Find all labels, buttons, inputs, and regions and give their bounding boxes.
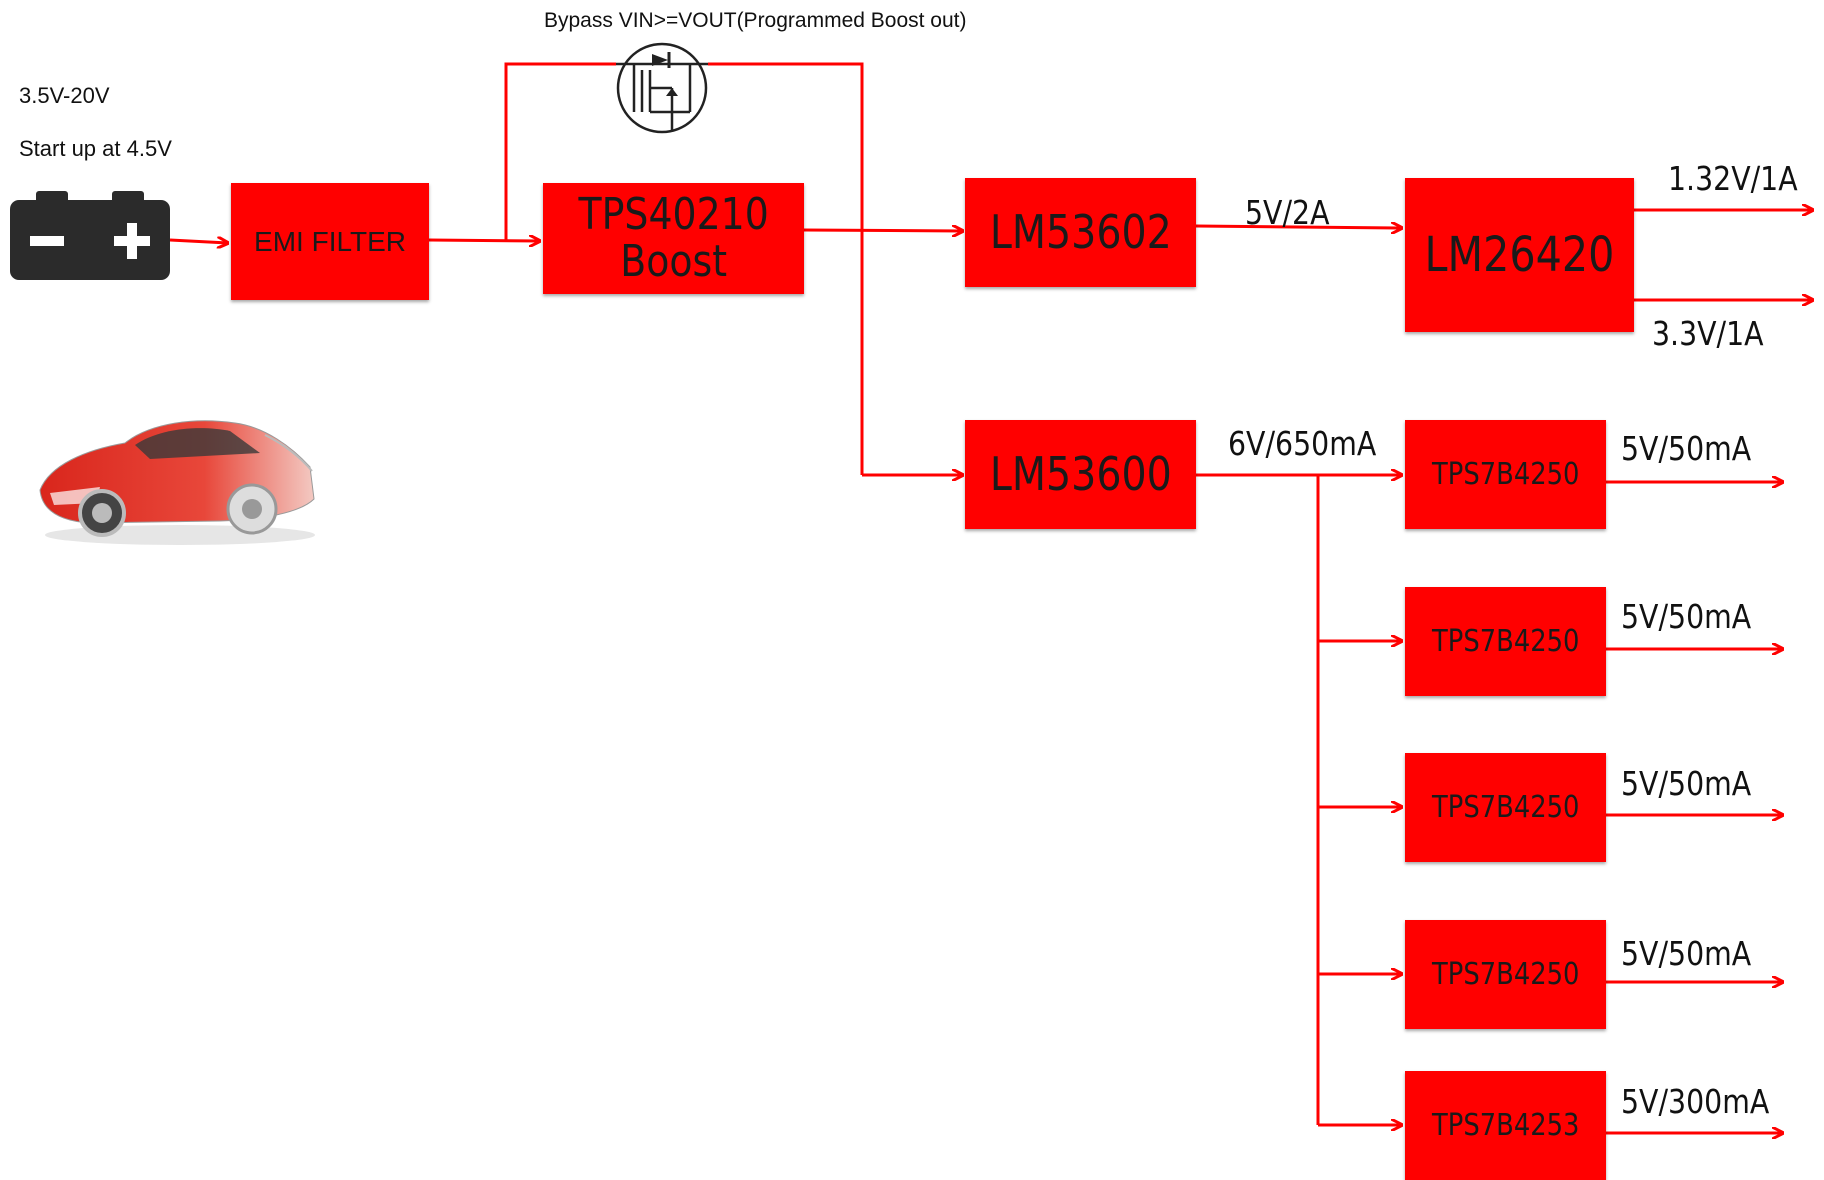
input-voltage-label: 3.5V-20V (19, 83, 110, 108)
lm53602-block: LM53602 (965, 178, 1196, 287)
ldo-block-5: TPS7B4253 (1405, 1071, 1606, 1180)
car-image (39, 420, 315, 545)
lm26420-label: LM26420 (1424, 226, 1615, 283)
rail-label-1v32: 1.32V/1A (1668, 159, 1798, 198)
rail-label-3v3: 3.3V/1A (1652, 314, 1764, 353)
wire-bypass (504, 62, 864, 475)
ldo-label: TPS7B4250 (1431, 456, 1580, 492)
rail-label-lm53600-out: 6V/650mA (1228, 424, 1377, 463)
ldo-block-1: TPS7B4250 (1405, 420, 1606, 529)
ldo-block-4: TPS7B4250 (1405, 920, 1606, 1029)
ldo-label: TPS7B4250 (1431, 623, 1580, 659)
wire-battery-emi (169, 240, 228, 243)
bypass-label: Bypass VIN>=VOUT(Programmed Boost out) (544, 9, 967, 32)
rail-label-ldo2: 5V/50mA (1621, 597, 1752, 636)
ldo-label: TPS7B4253 (1431, 1107, 1580, 1143)
mosfet-icon (616, 42, 708, 134)
lm53600-block: LM53600 (965, 420, 1196, 529)
wire-lm53602-lm26420 (1195, 226, 1402, 228)
lm53600-label: LM53600 (989, 447, 1172, 502)
wire-boost-lm53602 (803, 230, 963, 231)
ldo-label: TPS7B4250 (1431, 789, 1580, 825)
rail-label-ldo1: 5V/50mA (1621, 429, 1752, 468)
boost-part-label: TPS40210 (578, 189, 769, 241)
rail-label-ldo5: 5V/300mA (1621, 1082, 1770, 1121)
lm53602-label: LM53602 (989, 205, 1172, 260)
boost-type-label: Boost (620, 235, 727, 287)
emi-filter-label: EMI FILTER (254, 225, 406, 257)
emi-filter-block: EMI FILTER (231, 183, 429, 300)
startup-label: Start up at 4.5V (19, 136, 172, 161)
ldo-block-3: TPS7B4250 (1405, 753, 1606, 862)
battery-icon (10, 191, 170, 280)
rail-label-lm53602-out: 5V/2A (1245, 193, 1330, 232)
lm26420-block: LM26420 (1405, 178, 1634, 332)
tps40210-boost-block: TPS40210 Boost (543, 183, 804, 294)
rail-label-ldo3: 5V/50mA (1621, 764, 1752, 803)
wire-emi-boost (428, 240, 540, 241)
ldo-label: TPS7B4250 (1431, 956, 1580, 992)
ldo-block-2: TPS7B4250 (1405, 587, 1606, 696)
rail-label-ldo4: 5V/50mA (1621, 934, 1752, 973)
